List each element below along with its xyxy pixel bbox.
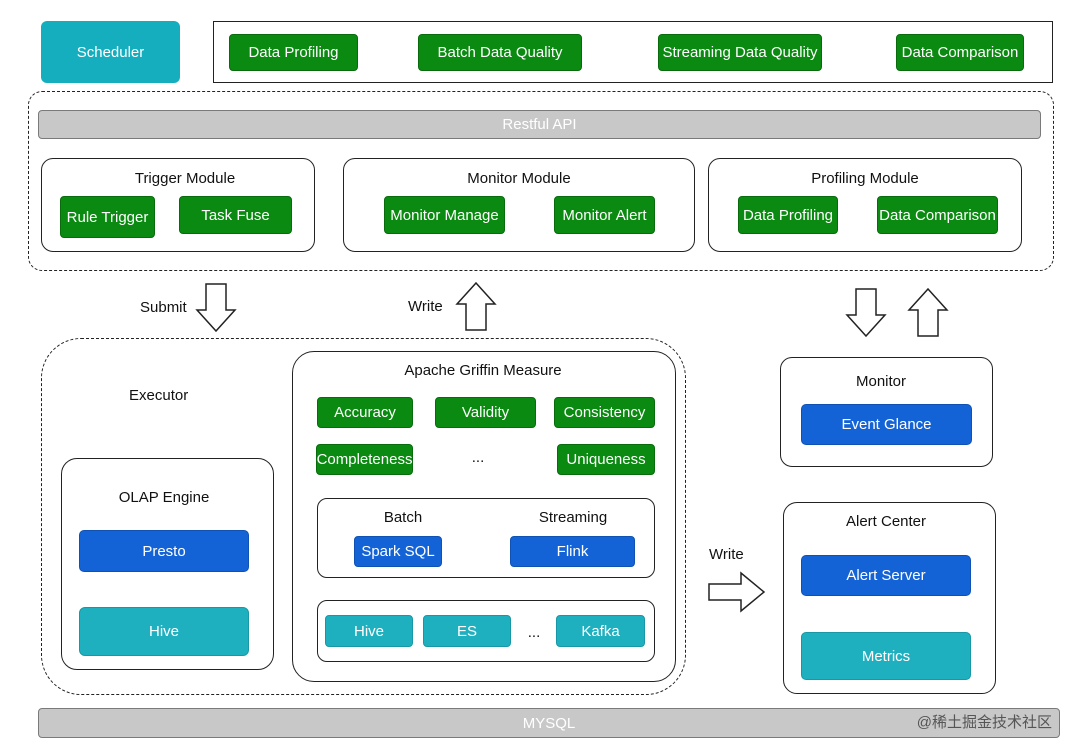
metrics-button[interactable]: Metrics (801, 632, 971, 680)
monitor-manage-button[interactable]: Monitor Manage (384, 196, 505, 234)
mysql-bar: MYSQL (38, 708, 1060, 738)
submit-label: Submit (140, 299, 187, 316)
source-es[interactable]: ES (423, 615, 511, 647)
streaming-label: Streaming (538, 509, 608, 526)
monitor-alert-button[interactable]: Monitor Alert (554, 196, 655, 234)
event-glance-button[interactable]: Event Glance (801, 404, 972, 445)
app-batch-data-quality[interactable]: Batch Data Quality (418, 34, 582, 71)
flink-button[interactable]: Flink (510, 536, 635, 567)
write-right-label: Write (709, 546, 744, 563)
dimension-completeness[interactable]: Completeness (316, 444, 413, 475)
profiling-data-profiling-button[interactable]: Data Profiling (738, 196, 838, 234)
app-streaming-data-quality[interactable]: Streaming Data Quality (658, 34, 822, 71)
executor-title: Executor (129, 387, 189, 404)
rule-trigger-button[interactable]: Rule Trigger (60, 196, 155, 238)
restful-api-bar: Restful API (38, 110, 1041, 139)
monitor-module-title: Monitor Module (467, 170, 571, 187)
source-hive[interactable]: Hive (325, 615, 413, 647)
watermark: @稀土掘金技术社区 (916, 714, 1052, 731)
api-layer-container (28, 91, 1054, 271)
scheduler-button[interactable]: Scheduler (41, 21, 180, 83)
alert-server-button[interactable]: Alert Server (801, 555, 971, 596)
presto-button[interactable]: Presto (79, 530, 249, 572)
profiling-module-title: Profiling Module (811, 170, 919, 187)
dimension-ellipsis: ... (471, 449, 485, 466)
dimension-uniqueness[interactable]: Uniqueness (557, 444, 655, 475)
write-up-arrow-icon (455, 281, 497, 331)
profiling-data-comparison-button[interactable]: Data Comparison (877, 196, 998, 234)
source-ellipsis: ... (527, 624, 541, 641)
monitor-up-arrow-icon (907, 287, 949, 337)
app-data-comparison[interactable]: Data Comparison (896, 34, 1024, 71)
trigger-module-title: Trigger Module (134, 170, 236, 187)
write-right-arrow-icon (708, 571, 766, 613)
alert-center-title: Alert Center (845, 513, 927, 530)
write-up-label: Write (408, 298, 443, 315)
app-data-profiling[interactable]: Data Profiling (229, 34, 358, 71)
monitor-down-arrow-icon (845, 288, 887, 338)
dimension-validity[interactable]: Validity (435, 397, 536, 428)
dimension-accuracy[interactable]: Accuracy (317, 397, 413, 428)
executor-container (41, 338, 686, 695)
source-kafka[interactable]: Kafka (556, 615, 645, 647)
monitor-title: Monitor (855, 373, 907, 390)
applications-bar (213, 21, 1053, 83)
batch-label: Batch (383, 509, 423, 526)
dimension-consistency[interactable]: Consistency (554, 397, 655, 428)
griffin-measure-title: Apache Griffin Measure (404, 362, 562, 379)
spark-sql-button[interactable]: Spark SQL (354, 536, 442, 567)
olap-engine-title: OLAP Engine (118, 489, 210, 506)
olap-hive-button[interactable]: Hive (79, 607, 249, 656)
task-fuse-button[interactable]: Task Fuse (179, 196, 292, 234)
submit-down-arrow-icon (195, 283, 237, 333)
